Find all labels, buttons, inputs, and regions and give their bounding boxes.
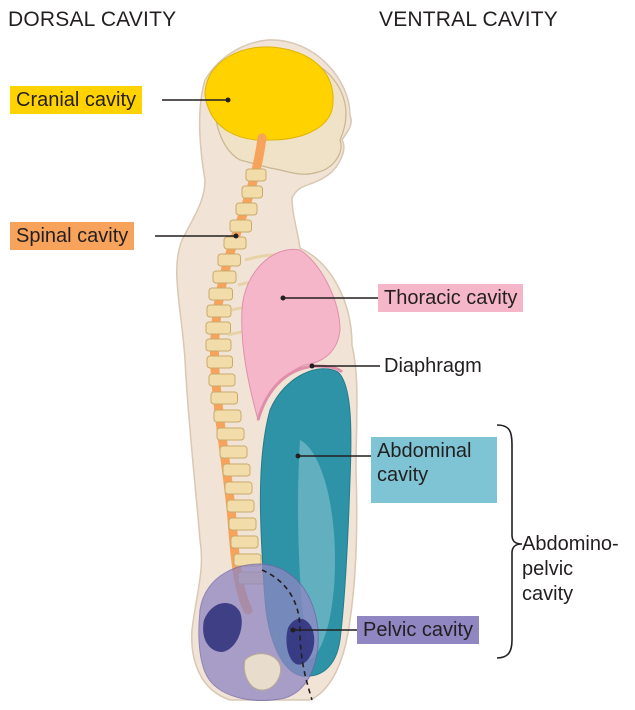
vertebra: [246, 169, 266, 181]
abdominal-cavity-label-line2: cavity: [377, 463, 491, 487]
abdominal-cavity-label-line1: Abdominal: [377, 439, 491, 463]
vertebra: [207, 305, 231, 317]
vertebra: [218, 254, 241, 266]
cranial-cavity-label: Cranial cavity: [10, 86, 142, 114]
vertebra: [236, 203, 257, 215]
spinal-cavity-label: Spinal cavity: [10, 222, 134, 250]
thoracic-cavity-label: Thoracic cavity: [378, 284, 523, 312]
vertebra: [242, 186, 263, 198]
pelvic-cavity-label: Pelvic cavity: [357, 616, 479, 644]
abdominopelvic-bracket: [497, 425, 522, 658]
diaphragm-label: Diaphragm: [384, 354, 482, 379]
abdominopelvic-line2: pelvic: [522, 557, 619, 582]
vertebra: [214, 410, 241, 422]
vertebra: [206, 322, 231, 334]
vertebra: [207, 356, 233, 368]
vertebra: [209, 374, 235, 386]
vertebra: [209, 288, 233, 300]
vertebra: [206, 339, 231, 351]
vertebra: [220, 446, 247, 458]
vertebra: [211, 392, 238, 404]
cranial-cavity-shape: [205, 47, 333, 140]
vertebra: [231, 536, 258, 548]
vertebra: [223, 464, 250, 476]
vertebra: [229, 518, 256, 530]
vertebra: [225, 482, 252, 494]
vertebra: [224, 237, 246, 249]
abdominopelvic-cavity-label: Abdomino- pelvic cavity: [522, 532, 619, 607]
vertebra: [213, 271, 236, 283]
abdominal-cavity-label: Abdominal cavity: [371, 437, 497, 503]
vertebra: [227, 500, 254, 512]
abdominopelvic-line3: cavity: [522, 582, 619, 607]
dorsal-cavity-header: DORSAL CAVITY: [8, 8, 176, 32]
vertebra: [230, 220, 252, 232]
ventral-cavity-header: VENTRAL CAVITY: [379, 8, 558, 32]
vertebra: [217, 428, 244, 440]
abdominopelvic-line1: Abdomino-: [522, 532, 619, 557]
